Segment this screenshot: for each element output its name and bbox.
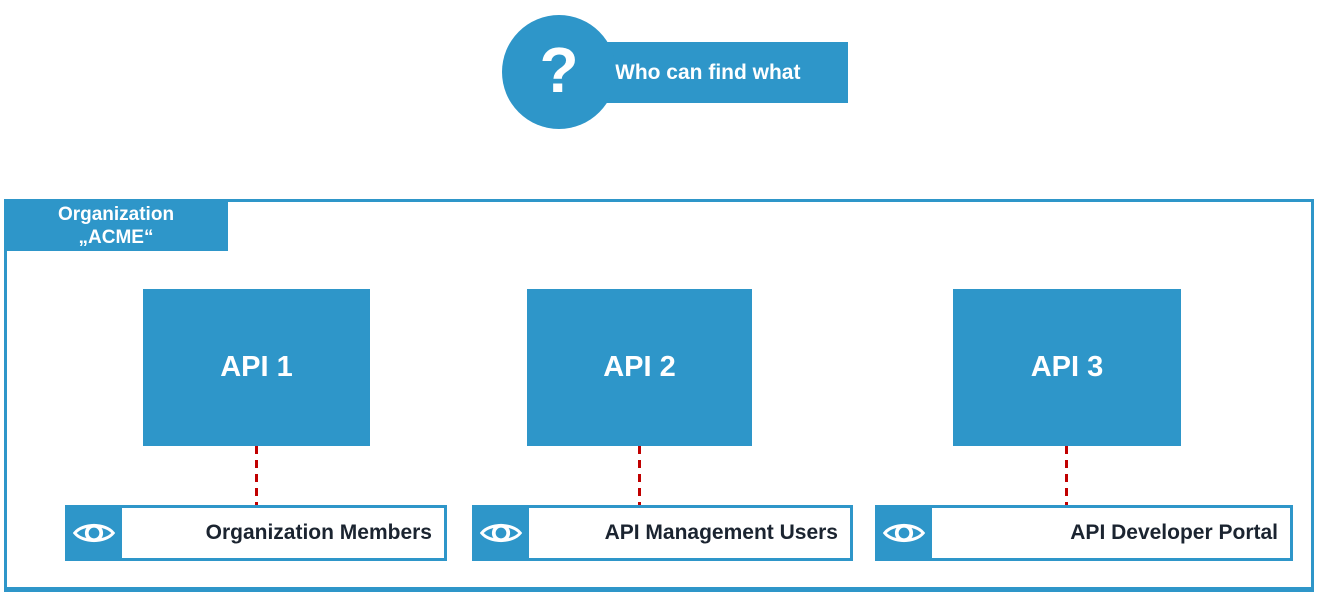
api-1-box: API 1: [143, 289, 370, 446]
audience-label: Organization Members: [122, 505, 447, 561]
question-mark-badge: ?: [502, 15, 616, 129]
api-3-box: API 3: [953, 289, 1181, 446]
audience-organization-members: Organization Members: [65, 505, 447, 561]
audience-label: API Management Users: [529, 505, 853, 561]
api-1-label: API 1: [220, 351, 293, 383]
eye-icon: [875, 505, 932, 561]
audience-label: API Developer Portal: [932, 505, 1293, 561]
api-2-box: API 2: [527, 289, 752, 446]
connector-api3: [1065, 446, 1068, 505]
eye-icon: [65, 505, 122, 561]
connector-api2: [638, 446, 641, 505]
organization-label-line2: „ACME“: [78, 227, 154, 248]
audience-api-management-users: API Management Users: [472, 505, 853, 561]
header-title: Who can find what: [615, 60, 801, 84]
question-mark-icon: ?: [539, 34, 579, 106]
api-3-label: API 3: [1030, 351, 1104, 383]
api-2-label: API 2: [603, 351, 676, 383]
organization-label-line1: Organization: [57, 204, 175, 225]
eye-icon: [472, 505, 529, 561]
organization-label: Organization „ACME“: [4, 199, 228, 251]
connector-api1: [255, 446, 258, 505]
audience-api-developer-portal: API Developer Portal: [875, 505, 1293, 561]
